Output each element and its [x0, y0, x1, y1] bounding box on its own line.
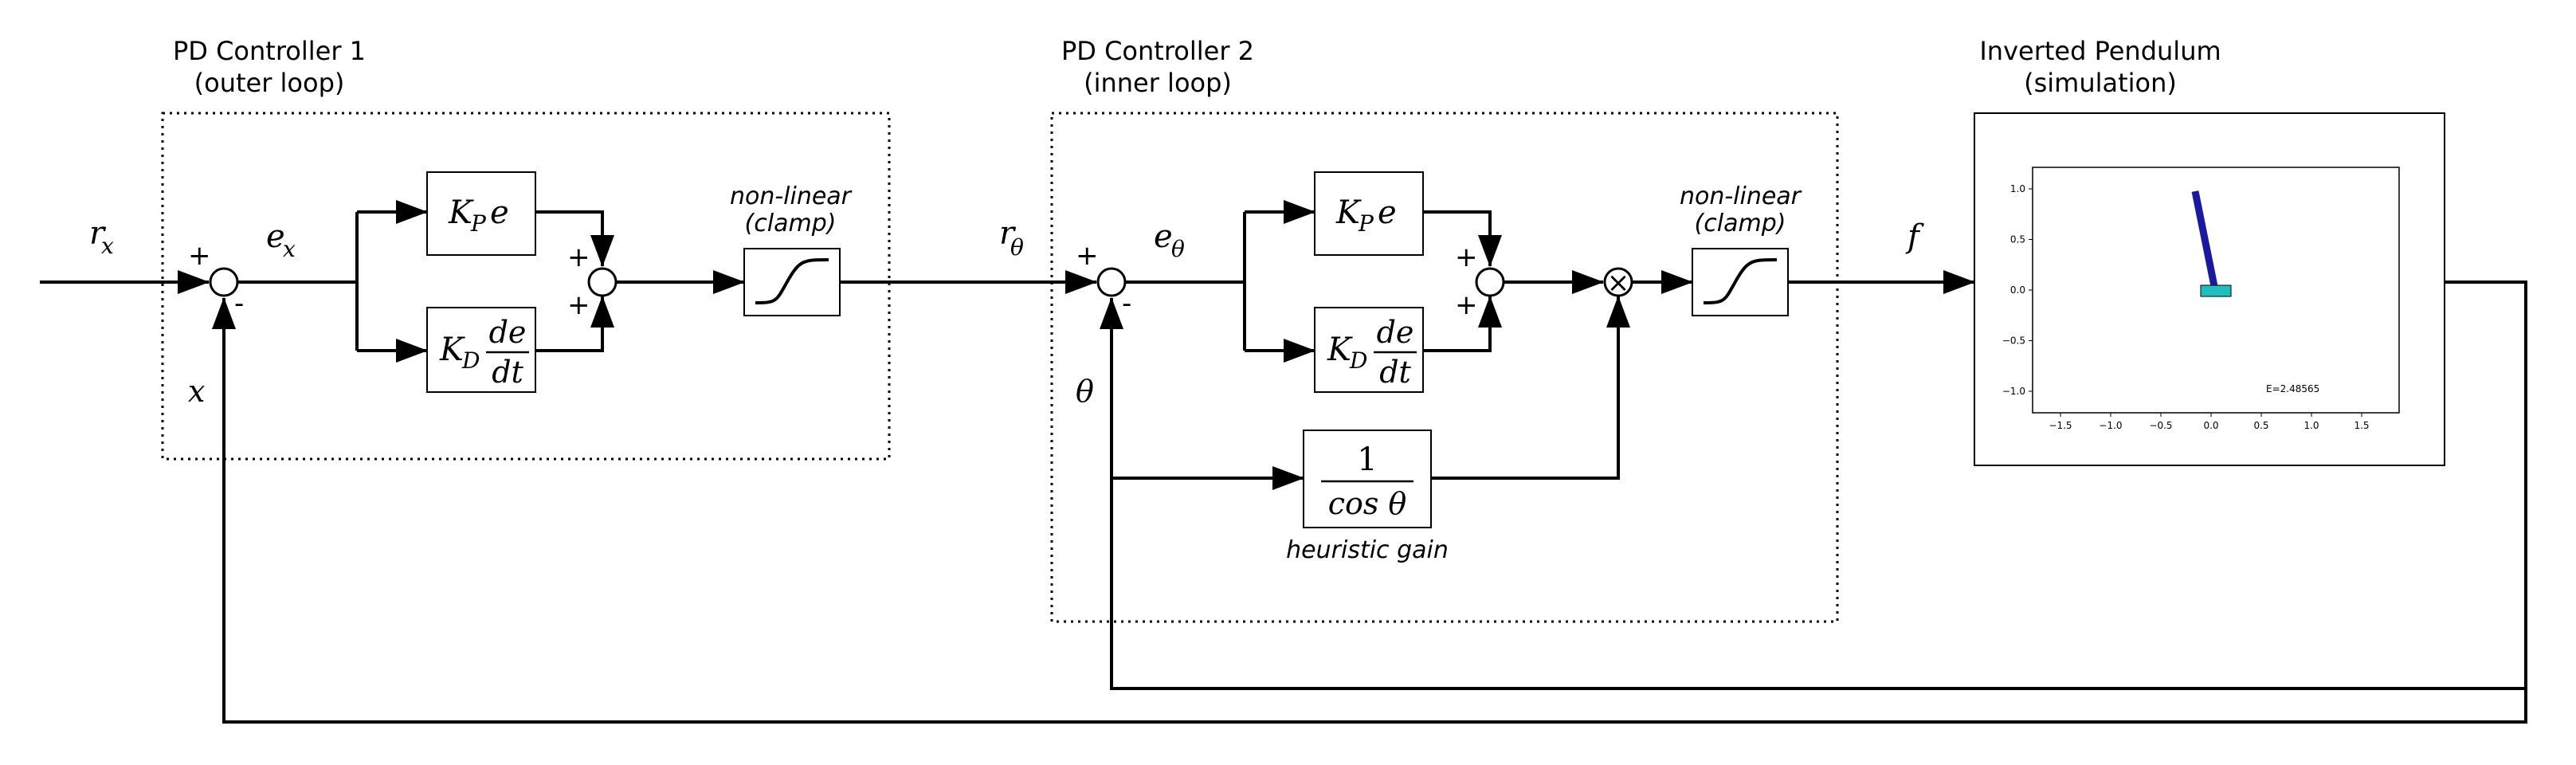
label-theta-feedback: θ — [1076, 374, 1094, 409]
sum-junction-outer — [209, 267, 239, 297]
kd-inner-de: de — [1377, 315, 1414, 350]
pendulum-pole — [2191, 190, 2219, 291]
label-etheta: e — [1154, 218, 1173, 255]
kp-block-inner — [1314, 171, 1424, 256]
label-rtheta-sub: θ — [1010, 234, 1024, 261]
clamp1-note-2: (clamp) — [745, 210, 837, 237]
label-etheta-sub: θ — [1171, 236, 1185, 262]
cos-gain-numerator: 1 — [1357, 441, 1377, 478]
label-rtheta: r — [999, 215, 1017, 252]
kd-inner-dt: dt — [1379, 355, 1411, 390]
kp-outer-e: e — [490, 194, 509, 231]
wire-kd1-out — [535, 296, 614, 352]
kd-outer-sub: D — [461, 347, 480, 374]
label-rx: r — [89, 215, 107, 252]
pendulum-x-tick-label: 1.0 — [2304, 420, 2319, 431]
pendulum-x-tick-label: −0.5 — [2149, 420, 2172, 431]
sign-plus-pd2-top: + — [1455, 241, 1478, 273]
sign-plus-inner: + — [1076, 240, 1099, 272]
sign-plus-pd1-bottom: + — [567, 289, 590, 321]
pendulum-x-tick-label: 0.0 — [2203, 420, 2218, 431]
cos-gain-block — [1303, 430, 1432, 528]
sign-minus-inner: - — [1122, 288, 1131, 320]
kp-inner-k: K — [1335, 194, 1362, 231]
label-x-feedback: x — [188, 374, 205, 409]
kp-outer-k: K — [448, 194, 474, 231]
sign-plus-pd1-top: + — [567, 241, 590, 273]
clamp1-note-1: non-linear — [730, 182, 853, 210]
pendulum-y-tick-label: −0.5 — [2002, 335, 2025, 347]
kd-block-outer — [426, 307, 536, 393]
sign-plus-pd2-bottom: + — [1455, 289, 1478, 321]
wire-kp2-out — [1423, 210, 1502, 267]
clamp2-note-1: non-linear — [1680, 182, 1802, 210]
multiply-symbol: × — [1607, 267, 1630, 299]
sigmoid-icon — [1703, 258, 1778, 304]
pendulum-subtitle: (simulation) — [2024, 68, 2177, 98]
pendulum-x-tick-label: −1.5 — [2049, 420, 2072, 431]
pendulum-y-tick-label: 1.0 — [2010, 183, 2025, 194]
sum-junction-inner — [1096, 267, 1127, 297]
controller2-boundary — [1050, 112, 1839, 623]
wire-feedback-theta — [1100, 297, 2526, 690]
pendulum-x-tick-label: −1.0 — [2099, 420, 2122, 431]
kp-inner-e: e — [1378, 194, 1397, 231]
pendulum-energy-label: E=2.48565 — [2266, 383, 2319, 394]
kd-outer-dt: dt — [492, 355, 523, 390]
pendulum-title: Inverted Pendulum — [1979, 36, 2221, 66]
label-rx-sub: x — [101, 233, 114, 259]
kd-block-inner — [1314, 307, 1424, 393]
cos-gain-denominator: cos θ — [1328, 486, 1407, 521]
controller1-boundary — [161, 112, 891, 461]
controller1-subtitle: (outer loop) — [194, 68, 345, 98]
clamp2-note-2: (clamp) — [1695, 210, 1786, 237]
pendulum-cart — [2200, 284, 2232, 297]
pendulum-x-ticks: −1.5 −1.0 −0.5 0.0 0.5 1.0 1.5 — [2049, 413, 2370, 431]
wire-feedback-x — [212, 280, 2527, 724]
heuristic-gain-label: heuristic gain — [1286, 536, 1449, 564]
kd-outer-de: de — [489, 315, 527, 350]
pendulum-x-tick-label: 0.5 — [2253, 420, 2268, 431]
pendulum-y-tick-label: −1.0 — [2002, 386, 2025, 397]
wire-kp1-out — [535, 210, 614, 267]
controller2-title: PD Controller 2 — [1061, 36, 1254, 66]
sum-junction-pd2 — [1475, 267, 1505, 297]
wire-cos-out — [1431, 296, 1630, 480]
pendulum-y-tick-label: 0.0 — [2010, 284, 2025, 296]
kd-outer-k: K — [439, 332, 465, 368]
label-force: f — [1905, 218, 1924, 255]
kp-outer-sub: P — [470, 210, 487, 237]
controller2-subtitle: (inner loop) — [1084, 68, 1232, 98]
label-ex: e — [266, 218, 285, 255]
pendulum-y-ticks: 1.0 0.5 0.0 −0.5 −1.0 — [2002, 183, 2033, 397]
kp-block-outer — [426, 171, 536, 256]
wire-kd2-out — [1423, 296, 1502, 352]
sign-plus-outer: + — [188, 240, 211, 272]
kd-inner-k: K — [1327, 332, 1353, 368]
pendulum-y-tick-label: 0.5 — [2010, 234, 2025, 245]
controller1-title: PD Controller 1 — [173, 36, 366, 66]
sum-junction-pd1 — [587, 267, 618, 297]
sign-minus-outer: - — [234, 288, 244, 320]
kp-inner-sub: P — [1358, 210, 1374, 237]
pendulum-x-tick-label: 1.5 — [2354, 420, 2369, 431]
label-ex-sub: x — [283, 236, 296, 262]
kd-inner-sub: D — [1349, 347, 1367, 374]
sigmoid-icon — [755, 258, 829, 304]
